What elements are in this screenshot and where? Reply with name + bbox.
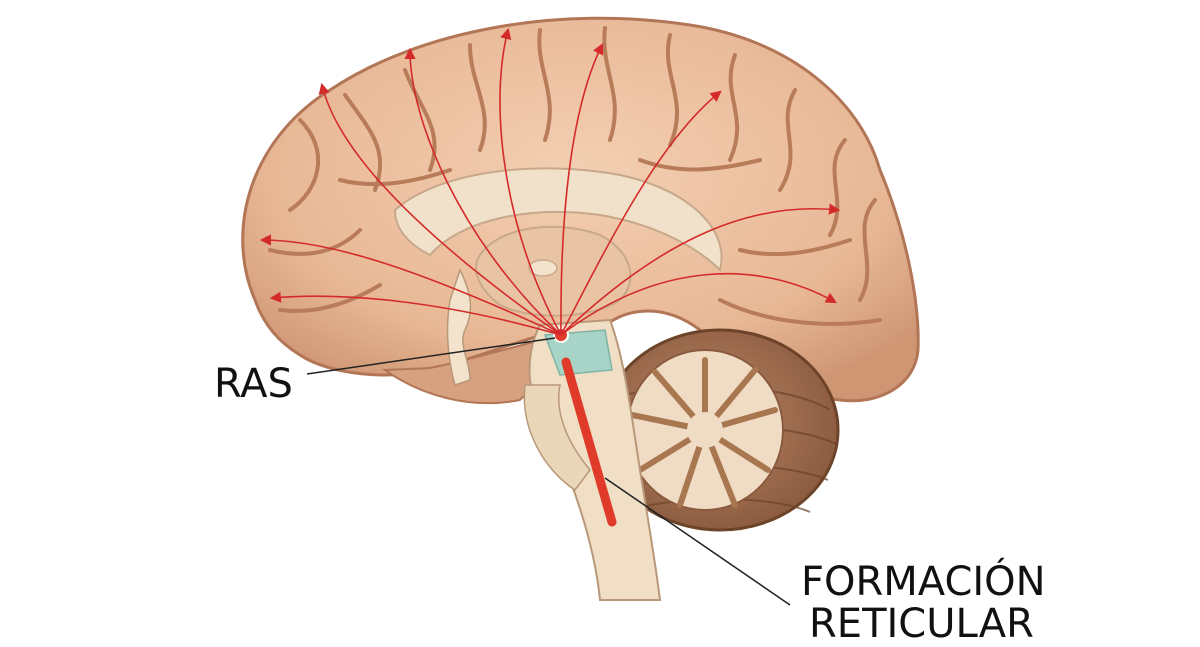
- arrow-9: [560, 272, 837, 336]
- mass-intermedia: [528, 259, 558, 277]
- formacion-reticular-label-line1: FORMACIÓN: [801, 559, 1046, 605]
- arrow-3: [318, 82, 562, 336]
- arrow-7: [560, 90, 722, 336]
- arrow-8: [560, 203, 841, 336]
- fornix: [446, 268, 472, 386]
- arrow-2: [269, 291, 562, 336]
- arrow-1: [259, 234, 562, 336]
- arrow-6: [560, 42, 604, 336]
- formacion-reticular-label-line2: RETICULAR: [809, 601, 1034, 647]
- ras-label: RAS: [214, 361, 293, 407]
- arrow-5: [499, 27, 562, 336]
- ras-leader-line: [306, 337, 556, 375]
- gyri-lines: [268, 26, 882, 326]
- cerebellum: [600, 328, 840, 532]
- corpus-callosum: [393, 167, 723, 272]
- arrow-4: [404, 47, 562, 336]
- ras-projection-arrows: [259, 27, 841, 336]
- reticular-formation-bar: [561, 357, 617, 527]
- pons: [523, 384, 591, 492]
- brain-sagittal-diagram: [241, 16, 920, 606]
- formacion-leader-line: [604, 477, 791, 606]
